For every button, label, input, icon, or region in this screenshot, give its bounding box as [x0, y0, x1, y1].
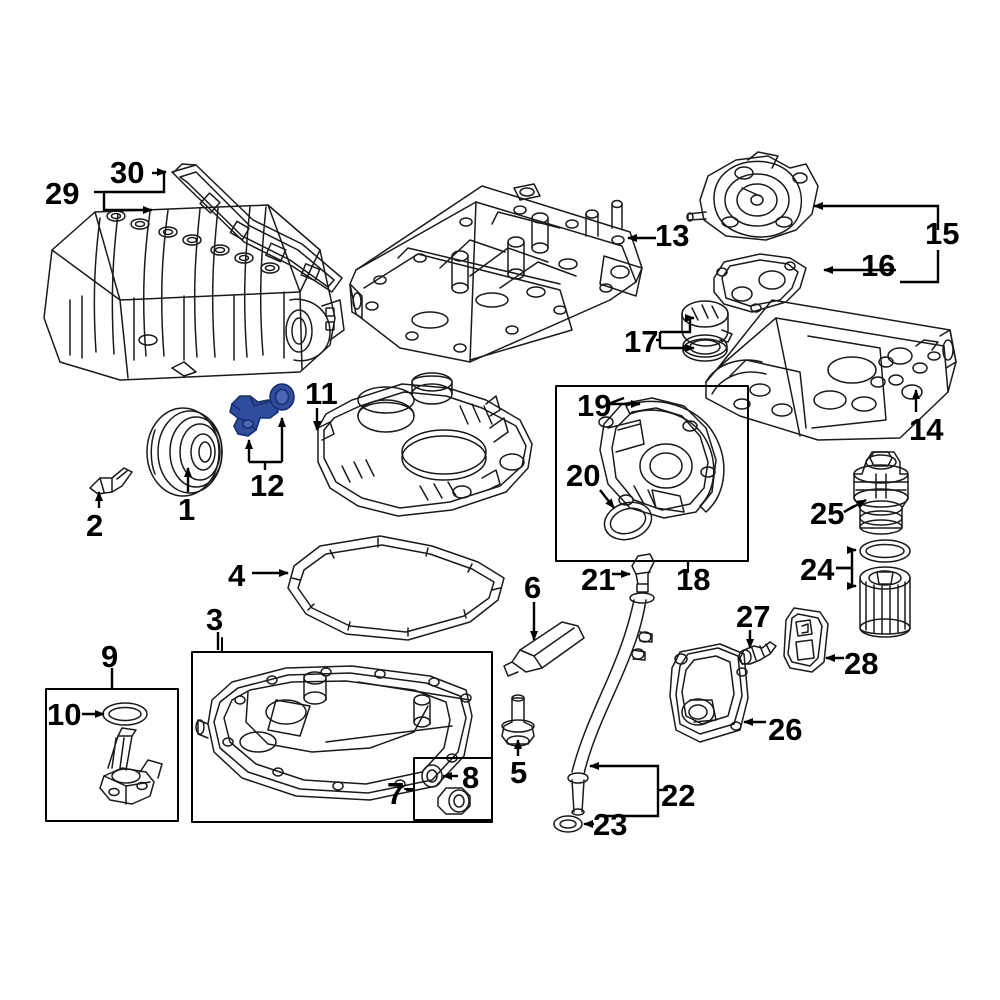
part-oil-filter-element	[859, 566, 911, 638]
part-oil-filter-cap	[853, 451, 909, 535]
part-oil-pan-gasket	[287, 535, 505, 641]
callout-19[interactable]: 19	[577, 388, 612, 423]
part-dipstick-tube	[567, 592, 655, 816]
callout-27[interactable]: 27	[736, 599, 771, 634]
callout-2[interactable]: 2	[86, 508, 104, 543]
part-crankshaft-pulley	[146, 407, 223, 497]
part-oil-cooler-gasket	[783, 607, 829, 673]
callout-4[interactable]: 4	[228, 558, 246, 593]
part-lower-oil-pan	[195, 665, 473, 801]
callout-13[interactable]: 13	[655, 218, 690, 253]
callout-8[interactable]: 8	[462, 760, 480, 795]
callout-3[interactable]: 3	[206, 602, 224, 637]
part-sealing-ring	[421, 764, 443, 788]
callout-26[interactable]: 26	[768, 712, 803, 747]
part-oil-baffle	[317, 372, 533, 517]
callout-29[interactable]: 29	[45, 176, 80, 211]
callout-10[interactable]: 10	[47, 697, 82, 732]
callout-16[interactable]: 16	[861, 248, 896, 283]
part-crankshaft-seal	[603, 501, 653, 541]
group-box-timing-cover	[555, 385, 749, 562]
part-drain-plug	[501, 694, 535, 747]
leader-lines	[82, 168, 940, 828]
part-coolant-temperature-sensor	[229, 395, 279, 437]
part-oil-cooler	[669, 643, 749, 743]
part-upper-oil-pan	[349, 183, 643, 363]
part-timing-cover	[598, 397, 725, 519]
part-vacuum-pump-gasket	[713, 253, 807, 313]
callout-11[interactable]: 11	[305, 376, 338, 411]
part-intake-manifold-gasket	[171, 163, 343, 293]
part-drain-plug-small	[437, 787, 471, 815]
callout-25[interactable]: 25	[810, 496, 845, 531]
part-pickup-tube-o-ring	[102, 702, 148, 726]
part-vacuum-pump	[686, 151, 819, 241]
part-intake-manifold	[43, 204, 345, 381]
callout-15[interactable]: 15	[925, 216, 960, 251]
callout-23[interactable]: 23	[593, 807, 628, 842]
callout-22[interactable]: 22	[661, 778, 696, 813]
part-sealant-tube	[503, 621, 585, 677]
callout-30[interactable]: 30	[110, 155, 145, 190]
part-dipstick-handle	[631, 553, 655, 593]
callout-21[interactable]: 21	[581, 562, 616, 597]
callout-14[interactable]: 14	[909, 412, 944, 447]
part-filter-o-ring	[859, 539, 911, 563]
callout-17[interactable]: 17	[624, 324, 659, 359]
group-box-oil-pan	[191, 651, 493, 823]
callout-20[interactable]: 20	[566, 458, 601, 493]
callout-9[interactable]: 9	[101, 639, 119, 674]
part-dipstick-tube-o-ring	[553, 815, 583, 833]
callout-6[interactable]: 6	[524, 570, 542, 605]
callout-24[interactable]: 24	[800, 552, 835, 587]
part-oil-pump-pickup	[99, 727, 163, 805]
callout-18[interactable]: 18	[676, 562, 711, 597]
callout-12[interactable]: 12	[250, 468, 285, 503]
callout-1[interactable]: 1	[178, 492, 196, 527]
part-valve-cover	[705, 299, 957, 441]
part-sensor-o-ring	[269, 383, 295, 411]
callout-5[interactable]: 5	[510, 755, 528, 790]
callout-7[interactable]: 7	[387, 776, 405, 811]
callout-28[interactable]: 28	[844, 646, 879, 681]
part-pulley-bolt	[89, 467, 133, 495]
